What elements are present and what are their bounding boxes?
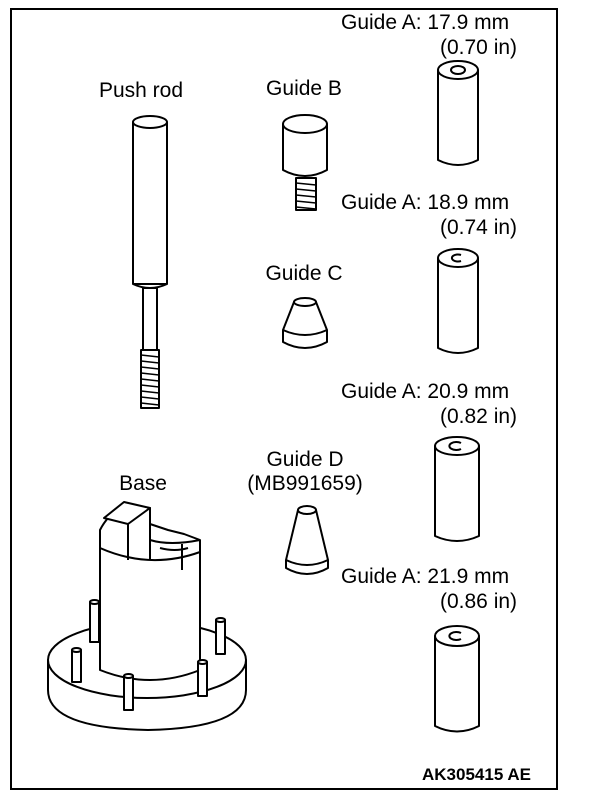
guide-a-3-inches: (0.82 in) bbox=[440, 405, 518, 428]
guide-a-1-size: Guide A: 17.9 mm bbox=[341, 11, 510, 34]
guide-c-label: Guide C bbox=[265, 262, 343, 285]
guide-a-4-inches: (0.86 in) bbox=[440, 590, 518, 613]
push-rod bbox=[132, 115, 168, 409]
guide-c-tool bbox=[282, 297, 328, 349]
guide-a-3-size: Guide A: 20.9 mm bbox=[341, 380, 510, 403]
push-rod-label: Push rod bbox=[98, 79, 184, 102]
guide-a-cylinder-1 bbox=[437, 60, 479, 166]
guide-d-label: Guide D bbox=[266, 448, 344, 471]
guide-a-cylinder-3 bbox=[434, 436, 480, 542]
figure-code: AK305415 AE bbox=[422, 765, 531, 784]
guide-a-2-size: Guide A: 18.9 mm bbox=[341, 191, 510, 214]
guide-d-tool bbox=[285, 505, 329, 575]
guide-a-cylinder-4 bbox=[434, 625, 480, 733]
guide-b-tool bbox=[282, 114, 328, 211]
guide-b-label: Guide B bbox=[266, 77, 342, 100]
guide-d-part-number: (MB991659) bbox=[247, 472, 363, 495]
base-tool bbox=[47, 501, 247, 731]
guide-a-cylinder-2 bbox=[437, 248, 479, 354]
base-label: Base bbox=[119, 472, 167, 495]
guide-a-1-inches: (0.70 in) bbox=[440, 36, 518, 59]
guide-a-4-size: Guide A: 21.9 mm bbox=[341, 565, 510, 588]
guide-a-2-inches: (0.74 in) bbox=[440, 216, 518, 239]
